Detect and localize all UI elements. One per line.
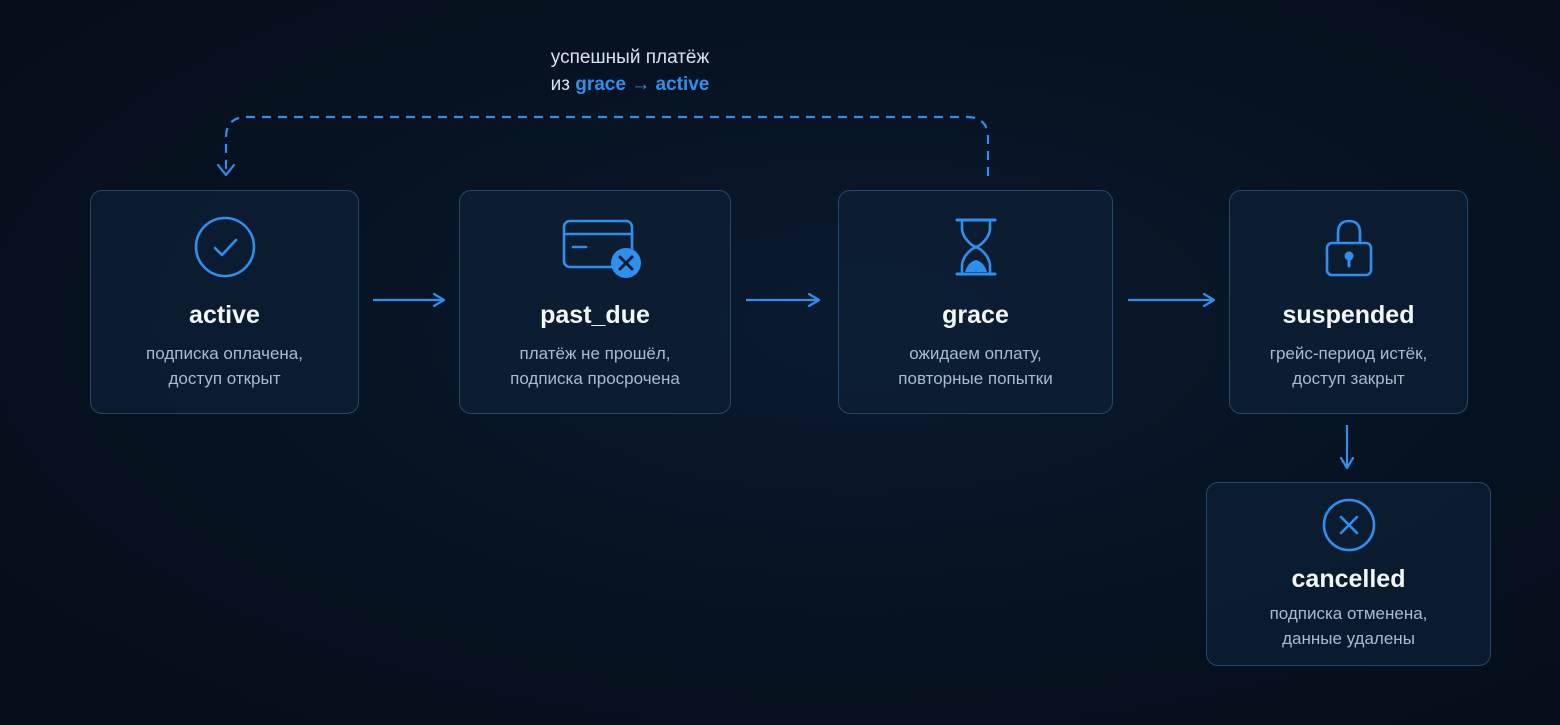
state-description-line: платёж не прошёл, xyxy=(519,344,671,363)
state-name: grace xyxy=(942,301,1009,329)
loop-arrow-grace-to-active xyxy=(216,115,990,177)
state-description: платёж не прошёл, подписка просрочена xyxy=(460,341,730,391)
hourglass-icon xyxy=(955,218,996,276)
loop-caption-prefix: из xyxy=(550,74,570,95)
state-suspended: suspended грейс-период истёк, доступ зак… xyxy=(1229,190,1468,414)
state-name: suspended xyxy=(1282,301,1415,329)
state-cancelled: cancelled подписка отменена, данные удал… xyxy=(1206,482,1491,666)
state-name: past_due xyxy=(540,301,650,329)
loop-caption: успешный платёж из grace → active xyxy=(460,44,800,98)
state-description-line: подписка оплачена, xyxy=(146,344,303,363)
x-circle-icon xyxy=(1322,498,1375,552)
state-description-line: данные удалены xyxy=(1282,629,1415,648)
state-description: подписка отменена, данные удалены xyxy=(1207,601,1490,651)
state-description: грейс-период истёк, доступ закрыт xyxy=(1230,341,1467,391)
state-description-line: грейс-период истёк, xyxy=(1269,344,1428,363)
state-description-line: подписка отменена, xyxy=(1269,604,1428,623)
state-description-line: доступ закрыт xyxy=(1292,369,1405,388)
card-failed-icon xyxy=(562,219,641,278)
loop-caption-line1: успешный платёж xyxy=(550,47,710,68)
state-active: active подписка оплачена, доступ открыт xyxy=(90,190,359,414)
state-description-line: повторные попытки xyxy=(898,369,1053,388)
state-grace: grace ожидаем оплату, повторные попытки xyxy=(838,190,1113,414)
state-past-due: past_due платёж не прошёл, подписка прос… xyxy=(459,190,731,414)
padlock-icon xyxy=(1325,219,1372,277)
state-description-line: ожидаем оплату, xyxy=(909,344,1042,363)
state-name: cancelled xyxy=(1291,565,1406,593)
state-description-line: доступ открыт xyxy=(168,369,281,388)
state-name: active xyxy=(189,301,260,329)
state-description-line: подписка просрочена xyxy=(510,369,680,388)
state-description: подписка оплачена, доступ открыт xyxy=(91,341,358,391)
state-description: ожидаем оплату, повторные попытки xyxy=(839,341,1112,391)
check-circle-icon xyxy=(194,216,255,278)
loop-caption-line2: из grace → active xyxy=(460,71,800,98)
loop-caption-transition: grace → active xyxy=(575,74,710,95)
